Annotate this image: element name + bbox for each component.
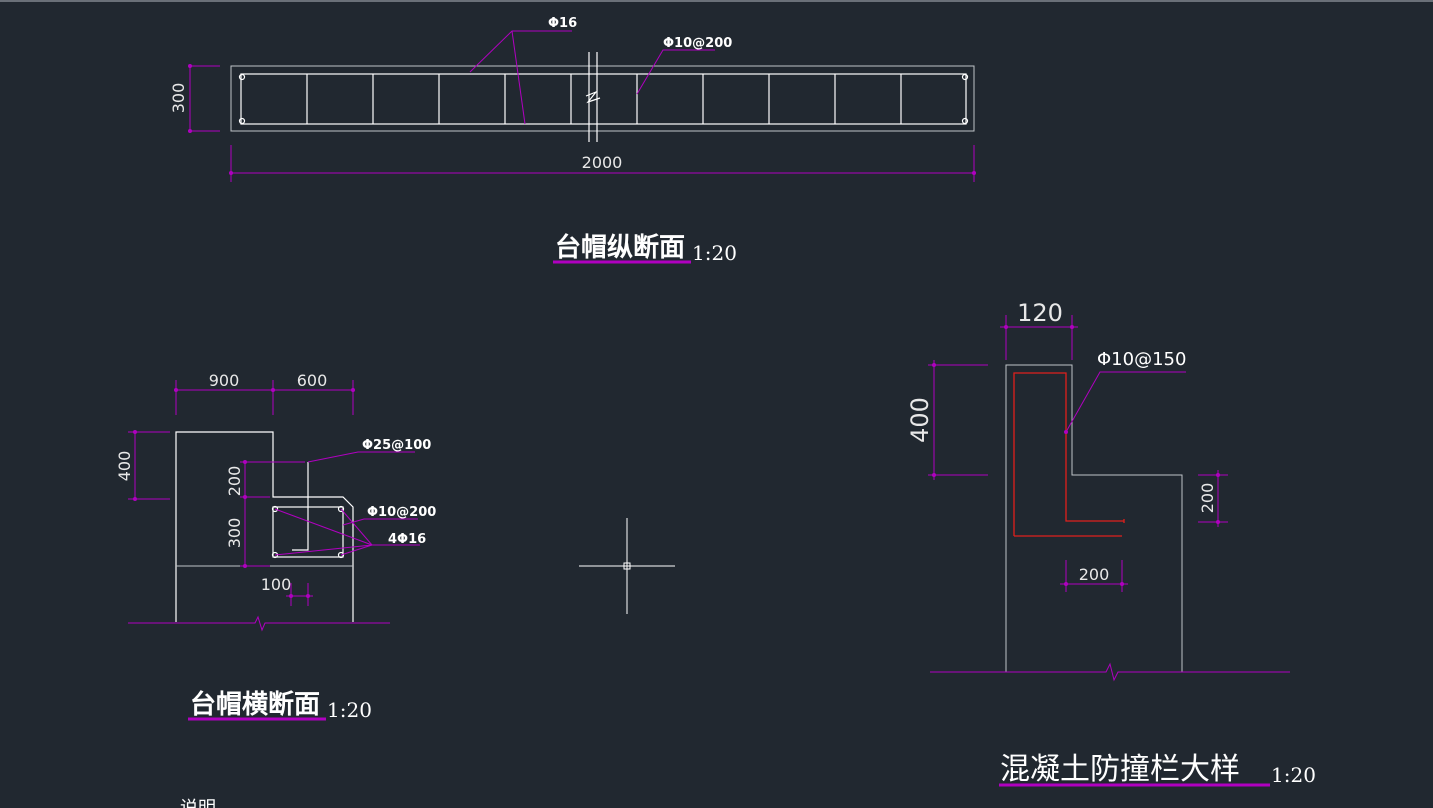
guardrail-detail[interactable]: 120 400 200 200 Φ10@150 混凝土防撞栏大样 1:20 [906, 299, 1316, 787]
label-bar-25: Φ25@100 [362, 438, 431, 453]
label-main-bar: Φ16 [548, 16, 577, 31]
scale-longitudinal: 1:20 [692, 241, 737, 265]
notes-heading: 说明 [180, 798, 216, 808]
leader-stirrup [636, 49, 715, 95]
section-outline [175, 431, 354, 622]
stirrup-cage [240, 73, 967, 125]
dim-embed-depth: 200 [1198, 483, 1217, 514]
transverse-section[interactable]: 900 600 400 200 300 100 Φ25@100 Φ10@200 [115, 371, 436, 722]
longitudinal-section[interactable]: 300 2000 Φ16 Φ10@200 台帽纵断面 1:20 [169, 16, 976, 265]
dim-embed-lines [1198, 470, 1228, 527]
ground-line [128, 615, 390, 632]
main-bar-point [238, 73, 246, 81]
beam-outline [230, 65, 975, 132]
dim-top-width-lines [175, 380, 354, 415]
rebar-red-outer [1013, 372, 1124, 536]
dim-width: 120 [1017, 299, 1063, 327]
dim-hook-length: 200 [1079, 565, 1110, 584]
dim-offset: 100 [261, 575, 292, 594]
guardrail-outline [1005, 364, 1183, 672]
dim-length: 2000 [582, 153, 623, 172]
leader-main-bars [274, 508, 420, 556]
title-transverse: 台帽横断面 [190, 689, 320, 720]
dim-right-width: 600 [297, 371, 328, 390]
dim-height-g: 400 [906, 397, 934, 443]
label-stirrup: Φ10@200 [663, 36, 732, 51]
leader-bar-25 [307, 451, 415, 463]
dim-height-g-lines [928, 360, 988, 480]
dim-height-lines [189, 65, 220, 132]
dim-left-width: 900 [209, 371, 240, 390]
dim-length-lines [230, 145, 975, 182]
anchor-bar [292, 462, 309, 551]
label-bar-g: Φ10@150 [1097, 349, 1186, 370]
leader-bar-g [1065, 371, 1186, 433]
main-bar-point [961, 117, 969, 125]
label-stirrup-t: Φ10@200 [367, 505, 436, 520]
scale-transverse: 1:20 [327, 698, 372, 722]
main-bar-point [238, 117, 246, 125]
title-longitudinal: 台帽纵断面 [555, 232, 685, 263]
title-guardrail: 混凝土防撞栏大样 [1000, 752, 1240, 787]
dim-step-height: 200 [225, 466, 244, 497]
dim-top-height: 400 [115, 451, 134, 482]
dim-beam-height: 300 [225, 518, 244, 549]
main-bar-point [961, 73, 969, 81]
label-main-bars: 4Φ16 [388, 532, 426, 547]
ground-line-g [930, 662, 1290, 682]
stirrup-lines [306, 74, 902, 124]
leader-stirrup-t [342, 518, 418, 526]
break-line [585, 52, 601, 142]
scale-guardrail: 1:20 [1271, 763, 1316, 787]
dim-width-lines [1000, 315, 1078, 360]
leader-main-bar [469, 30, 572, 125]
dim-hook-lines [1060, 560, 1128, 592]
dim-top-height-lines [128, 431, 170, 500]
crosshair-cursor-icon [579, 518, 675, 614]
dim-height: 300 [169, 83, 188, 114]
